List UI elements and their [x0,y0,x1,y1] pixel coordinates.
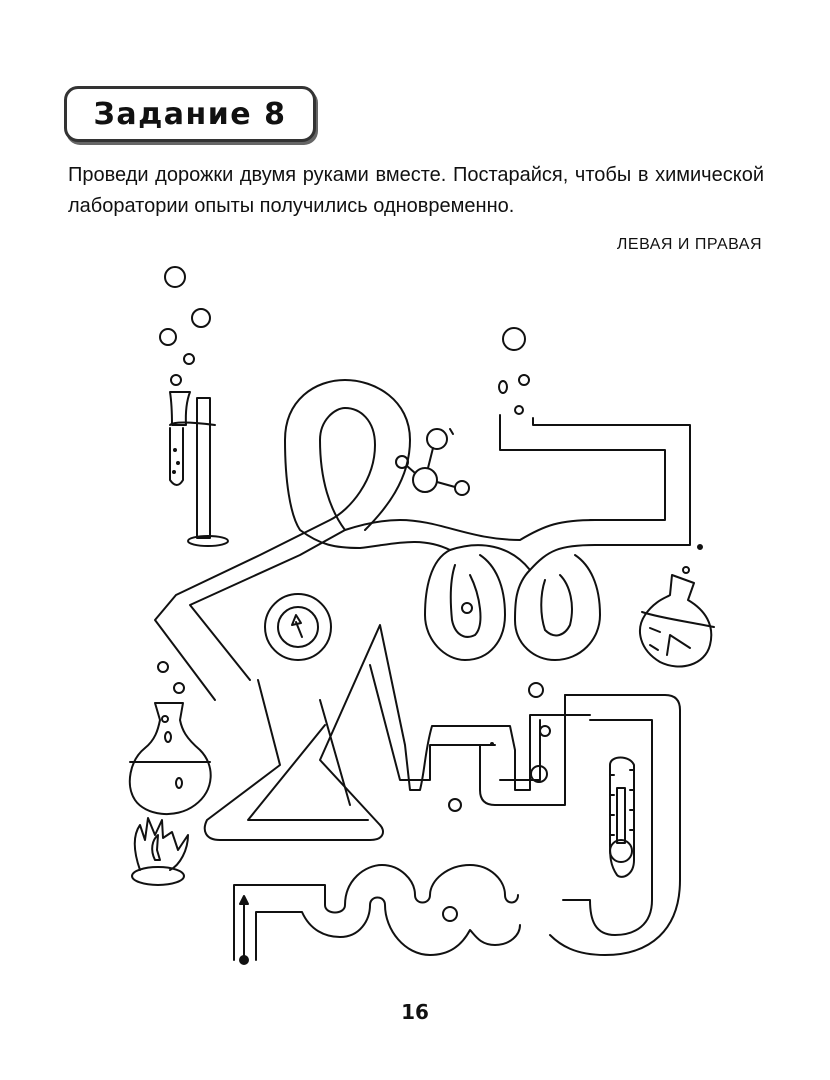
task-heading-box: Задание 8 [64,86,316,142]
bubbles-middle-icon [443,683,550,921]
maze-path-bottom-wave [234,865,520,964]
pressure-gauge-icon [265,594,331,660]
maze-path-triangle [205,625,590,840]
burner-flame-icon [132,818,188,885]
maze-path-right-u [480,695,680,955]
hand-label: ЛЕВАЯ И ПРАВАЯ [616,236,762,253]
thermometer-icon [610,758,634,877]
page-number: 16 [401,1000,429,1024]
round-flask-left-icon [130,662,211,814]
task-title: Задание 8 [93,96,287,132]
maze-path-loops [155,380,600,700]
maze-path-upper-right [500,415,690,545]
molecule-icon [396,429,469,495]
instructions-text: Проведи дорожки двумя руками вместе. Пос… [68,164,764,217]
bubbles-left-icon [160,267,210,385]
round-flask-right-icon [640,545,714,667]
test-tube-stand-icon [170,392,228,546]
bubbles-right-icon [499,328,529,414]
